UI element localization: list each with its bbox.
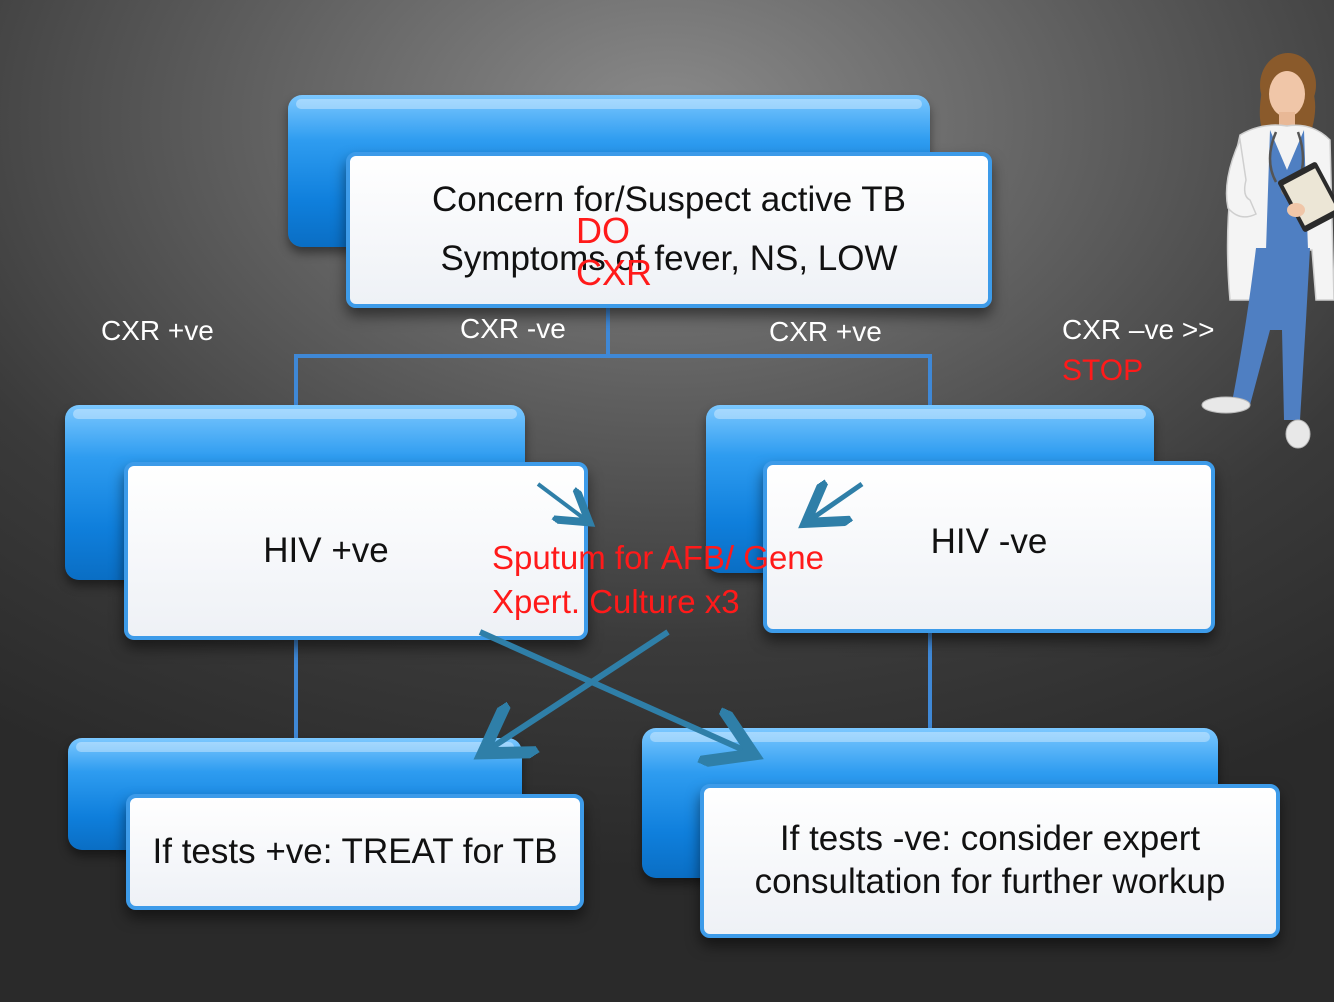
stop-label: STOP xyxy=(1062,354,1144,387)
treat-text: If tests +ve: TREAT for TB xyxy=(152,831,558,871)
cxr-pos-right-label: CXR +ve xyxy=(769,316,882,347)
consult-box: If tests -ve: consider expert consultati… xyxy=(700,784,1280,938)
arrow-cross-to-treat xyxy=(488,629,670,750)
arrow-cross-to-consult xyxy=(478,629,748,752)
cxr-neg-mid-label: CXR -ve xyxy=(460,313,566,344)
sputum-note: Sputum for AFB/ Gene Xpert. Culture x3 xyxy=(492,536,824,624)
do-cxr-line1: DO xyxy=(576,210,630,251)
connector-horizontal xyxy=(294,354,932,358)
do-cxr-note: DO CXR xyxy=(576,210,652,294)
connector-right-lower xyxy=(928,630,932,730)
sputum-line2: Xpert. Culture x3 xyxy=(492,583,740,620)
hiv-neg-text: HIV -ve xyxy=(930,521,1048,561)
hiv-pos-text: HIV +ve xyxy=(263,530,389,570)
sputum-line1: Sputum for AFB/ Gene xyxy=(492,539,824,576)
consult-line1: If tests -ve: consider expert xyxy=(779,819,1201,859)
arrow-hiv-pos-to-sputum xyxy=(536,482,586,520)
symptoms-line2: Symptoms of fever, NS, LOW xyxy=(440,239,898,278)
do-cxr-line2: CXR xyxy=(576,252,653,293)
connector-top-stem xyxy=(606,305,610,357)
consult-line2: consultation for further workup xyxy=(754,862,1226,901)
suspect-tb-box: Concern for/Suspect active TB Symptoms o… xyxy=(346,152,992,308)
arrow-hiv-neg-to-sputum xyxy=(810,484,864,520)
cxr-pos-left-label: CXR +ve xyxy=(101,315,214,346)
cxr-neg-stop-label: CXR –ve >> xyxy=(1062,314,1215,345)
connector-right-drop xyxy=(928,354,932,409)
connector-left-drop xyxy=(294,354,298,409)
suspect-tb-line1: Concern for/Suspect active TB xyxy=(431,180,907,220)
hiv-pos-box: HIV +ve xyxy=(124,462,588,640)
treat-box: If tests +ve: TREAT for TB xyxy=(126,794,584,910)
connector-left-lower xyxy=(294,640,298,740)
